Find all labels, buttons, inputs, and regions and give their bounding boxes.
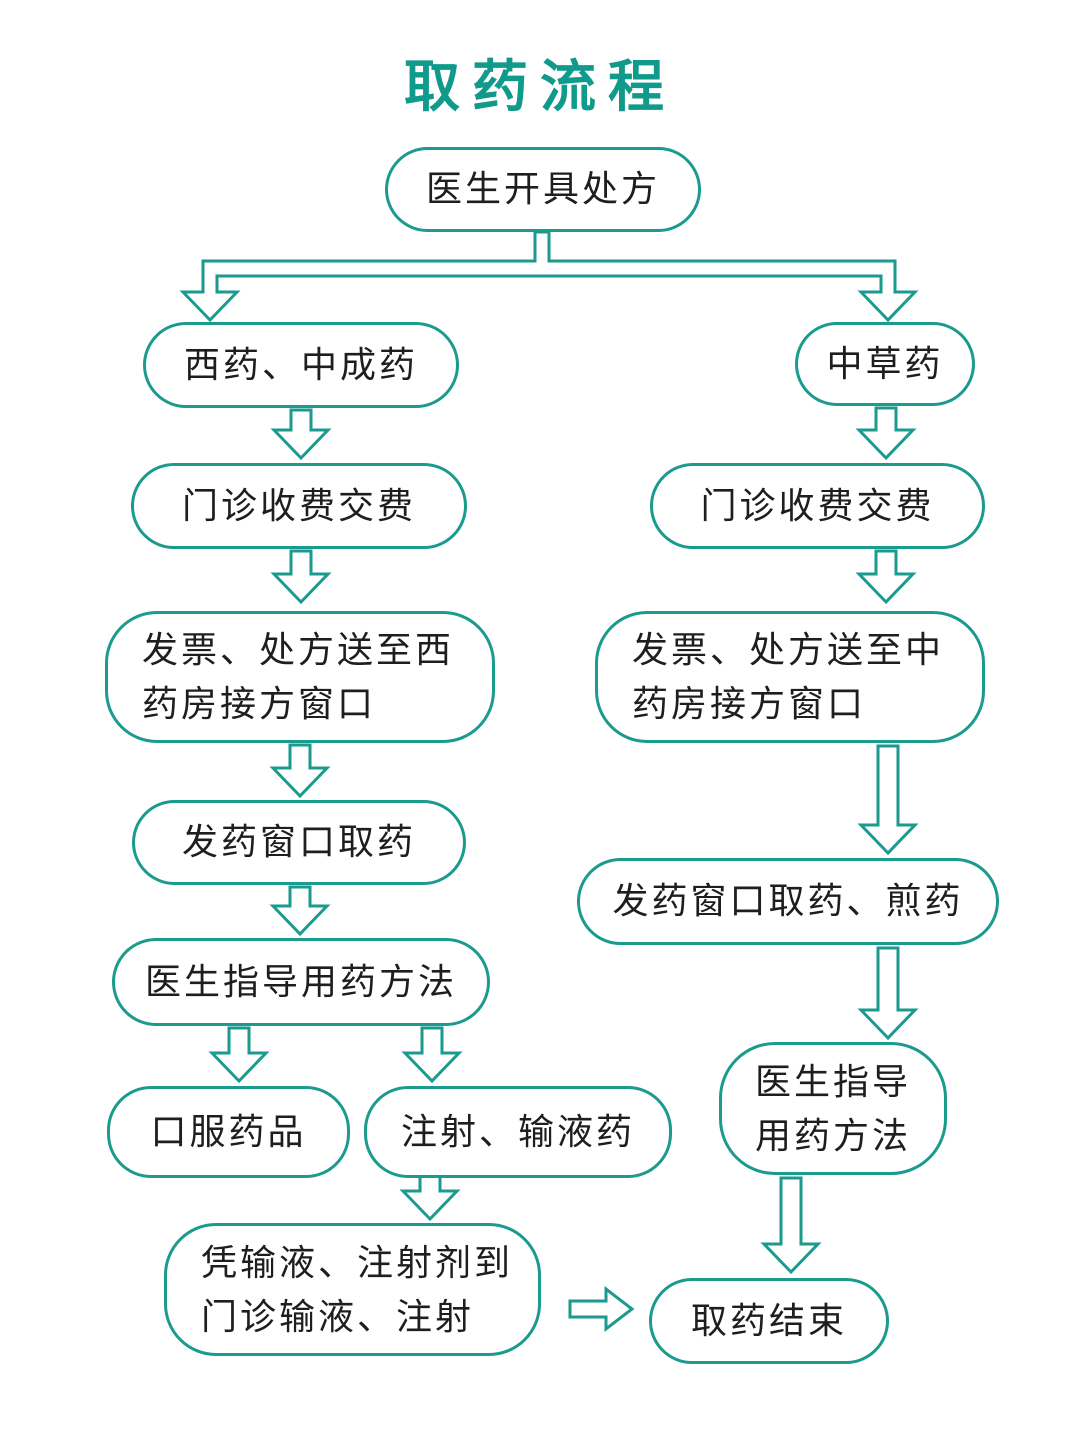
node-western-patent-medicine: 西药、中成药	[143, 322, 459, 408]
arrow-guide-to-injection	[401, 1026, 463, 1084]
arrow-send-to-pickup-herb	[857, 744, 919, 856]
node-doctor-prescription: 医生开具处方	[385, 147, 701, 232]
arrow-pickup-to-guide-west	[269, 885, 331, 937]
arrow-pay-to-send-west	[270, 549, 332, 605]
node-chinese-herbal-medicine: 中草药	[795, 322, 975, 406]
node-outpatient-payment-west: 门诊收费交费	[131, 463, 467, 549]
arrow-pickup-to-guide-herb	[857, 946, 919, 1041]
node-doctor-usage-guidance-herb: 医生指导 用药方法	[719, 1042, 947, 1175]
arrow-pay-to-send-herb	[855, 549, 917, 605]
node-doctor-usage-guidance-west: 医生指导用药方法	[112, 938, 490, 1026]
page-title: 取药流程	[404, 55, 676, 118]
node-outpatient-payment-herb: 门诊收费交费	[650, 463, 985, 549]
node-oral-medication: 口服药品	[107, 1086, 350, 1178]
node-send-to-western-pharmacy: 发票、处方送至西 药房接方窗口	[105, 611, 495, 743]
node-injection-infusion-drugs: 注射、输液药	[364, 1086, 672, 1178]
arrow-send-to-pickup-west	[269, 743, 331, 799]
arrow-infusion-to-end	[568, 1285, 635, 1333]
node-dispensing-window-pickup: 发药窗口取药	[132, 800, 466, 885]
arrow-guide-to-oral	[208, 1026, 270, 1084]
arrow-western-to-pay	[270, 408, 332, 461]
arrow-herbal-to-pay	[855, 406, 917, 461]
node-pickup-finished: 取药结束	[649, 1278, 889, 1364]
arrow-guide-herb-to-end	[760, 1176, 822, 1275]
node-dispensing-window-pickup-decoction: 发药窗口取药、煎药	[577, 858, 999, 945]
arrow-injection-to-infusion	[399, 1174, 461, 1222]
node-send-to-herbal-pharmacy: 发票、处方送至中 药房接方窗口	[595, 611, 985, 743]
node-go-to-infusion-injection: 凭输液、注射剂到 门诊输液、注射	[164, 1223, 541, 1356]
connector-split-arrow	[179, 230, 919, 323]
